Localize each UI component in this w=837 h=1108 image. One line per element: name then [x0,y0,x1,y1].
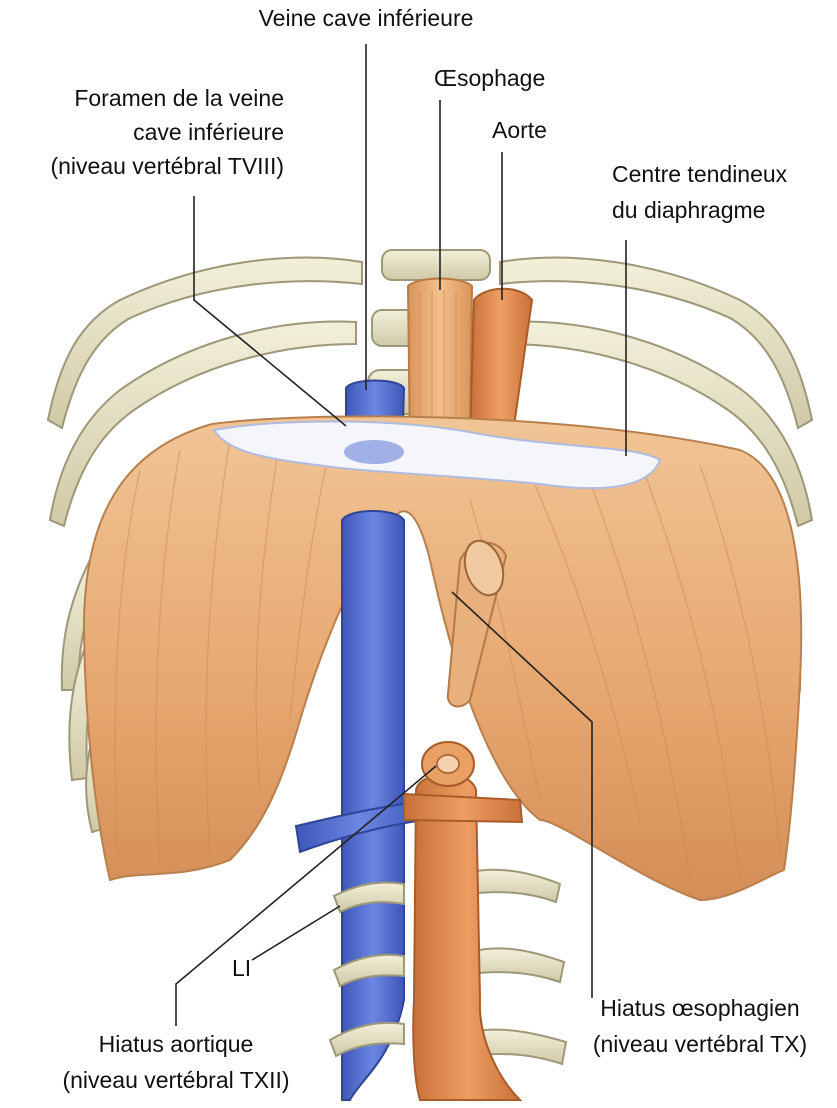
label-oesophage: Œsophage [434,65,545,91]
label-hiatus-aortique-line1: Hiatus aortique [99,1031,254,1057]
vertebra-lower-1 [470,870,560,902]
label-hiatus-aortique-line2: (niveau vertébral TXII) [62,1067,289,1093]
label-centre-line2: du diaphragme [612,197,765,223]
vertebra-lower-2 [470,948,564,982]
celiac-trunk [404,794,522,822]
label-hiatus-oeso-line2: (niveau vertébral TX) [593,1031,807,1057]
label-foramen-line3: (niveau vertébral TVIII) [50,153,284,179]
label-centre-line1: Centre tendineux [612,161,788,187]
aorta [470,289,532,440]
aortic-hiatus-lumen [437,755,459,773]
label-li: LI [232,955,251,981]
leader-li [252,906,340,960]
vertebra-upper-1 [382,250,490,280]
label-foramen-line1: Foramen de la veine [74,85,284,111]
label-veine-cave-inferieure: Veine cave inférieure [259,5,474,31]
leader-foramen [194,196,346,426]
label-hiatus-oeso-line1: Hiatus œsophagien [600,995,799,1021]
foramen-ivc [344,440,404,464]
label-foramen-line2: cave inférieure [133,119,284,145]
label-aorte: Aorte [492,117,547,143]
